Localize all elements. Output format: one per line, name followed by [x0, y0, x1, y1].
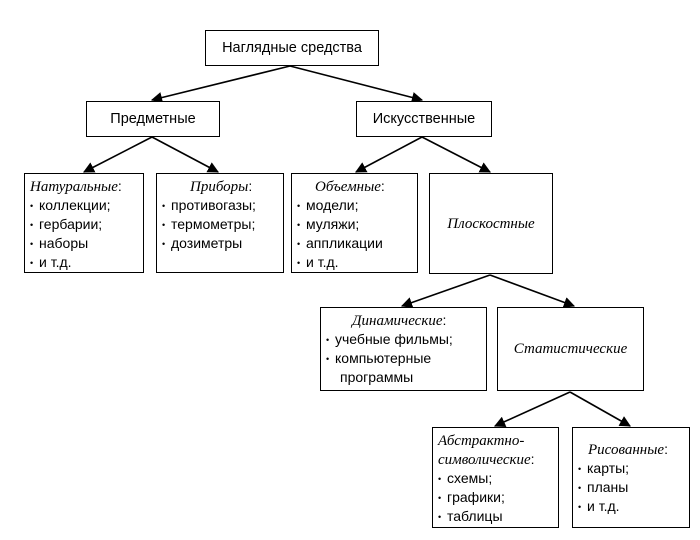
devices-heading: Приборы:	[190, 178, 253, 195]
node-artificial-aids: Искусственные	[356, 101, 492, 137]
list-item: •дозиметры	[162, 235, 243, 251]
natural-heading: Натуральные:	[30, 178, 122, 195]
node-static-label: Статистические	[513, 341, 628, 357]
arrow-artificial-to-flat	[421, 136, 491, 173]
arrow-flat-to-dynamic	[400, 274, 491, 308]
list-item: •графики;	[438, 489, 505, 505]
list-item-continuation: программы	[340, 369, 414, 385]
node-object-aids-label: Предметные	[110, 111, 196, 127]
node-volumetric: Объемные: •модели; •муляжи; •аппликации …	[291, 173, 418, 273]
abstract-heading-line2: символические:	[438, 451, 535, 468]
list-item: •планы	[578, 479, 629, 495]
node-object-aids: Предметные	[86, 101, 220, 137]
node-artificial-aids-label: Искусственные	[372, 111, 476, 127]
drawn-heading: Рисованные:	[588, 441, 668, 458]
node-static: Статистические	[497, 307, 644, 391]
node-visual-aids-label: Наглядные средства	[222, 40, 362, 56]
arrow-static-to-abstract	[493, 391, 571, 427]
list-item: •учебные фильмы;	[326, 331, 453, 347]
arrow-root-to-artificial	[289, 65, 424, 103]
list-item: •и т.д.	[30, 254, 72, 270]
list-item: •карты;	[578, 460, 630, 476]
node-flat-label: Плоскостные	[447, 215, 535, 232]
node-flat: Плоскостные	[429, 173, 553, 274]
arrow-object-to-devices	[151, 136, 219, 173]
list-item: •коллекции;	[30, 197, 111, 213]
list-item: •и т.д.	[297, 254, 339, 270]
node-drawn: Рисованные: •карты; •планы •и т.д.	[572, 427, 690, 528]
node-abstract-symbolic: Абстрактно- символические: •схемы; •граф…	[432, 427, 559, 528]
arrow-artificial-to-volumetric	[355, 136, 423, 173]
list-item: •наборы	[30, 235, 89, 251]
node-devices: Приборы: •противогазы; •термометры; •доз…	[156, 173, 284, 273]
arrow-root-to-object	[150, 65, 291, 104]
list-item: •и т.д.	[578, 498, 620, 514]
list-item: •муляжи;	[297, 216, 360, 232]
node-visual-aids: Наглядные средства	[205, 30, 379, 66]
list-item: •термометры;	[162, 216, 256, 232]
list-item: •схемы;	[438, 470, 493, 486]
list-item: •таблицы	[438, 508, 503, 524]
arrow-flat-to-static	[489, 274, 576, 308]
abstract-heading-line1: Абстрактно-	[438, 433, 525, 449]
volumetric-heading: Объемные:	[315, 178, 385, 195]
arrow-object-to-natural	[83, 136, 153, 173]
dynamic-heading: Динамические:	[352, 312, 447, 329]
node-natural: Натуральные: •коллекции; •гербарии; •наб…	[24, 173, 144, 273]
list-item: •аппликации	[297, 235, 383, 251]
arrow-static-to-drawn	[569, 391, 631, 427]
list-item: •модели;	[297, 197, 359, 213]
node-dynamic: Динамические: •учебные фильмы; •компьюте…	[320, 307, 487, 391]
list-item: •компьютерные	[326, 350, 432, 366]
list-item: •гербарии;	[30, 216, 103, 232]
list-item: •противогазы;	[162, 197, 256, 213]
